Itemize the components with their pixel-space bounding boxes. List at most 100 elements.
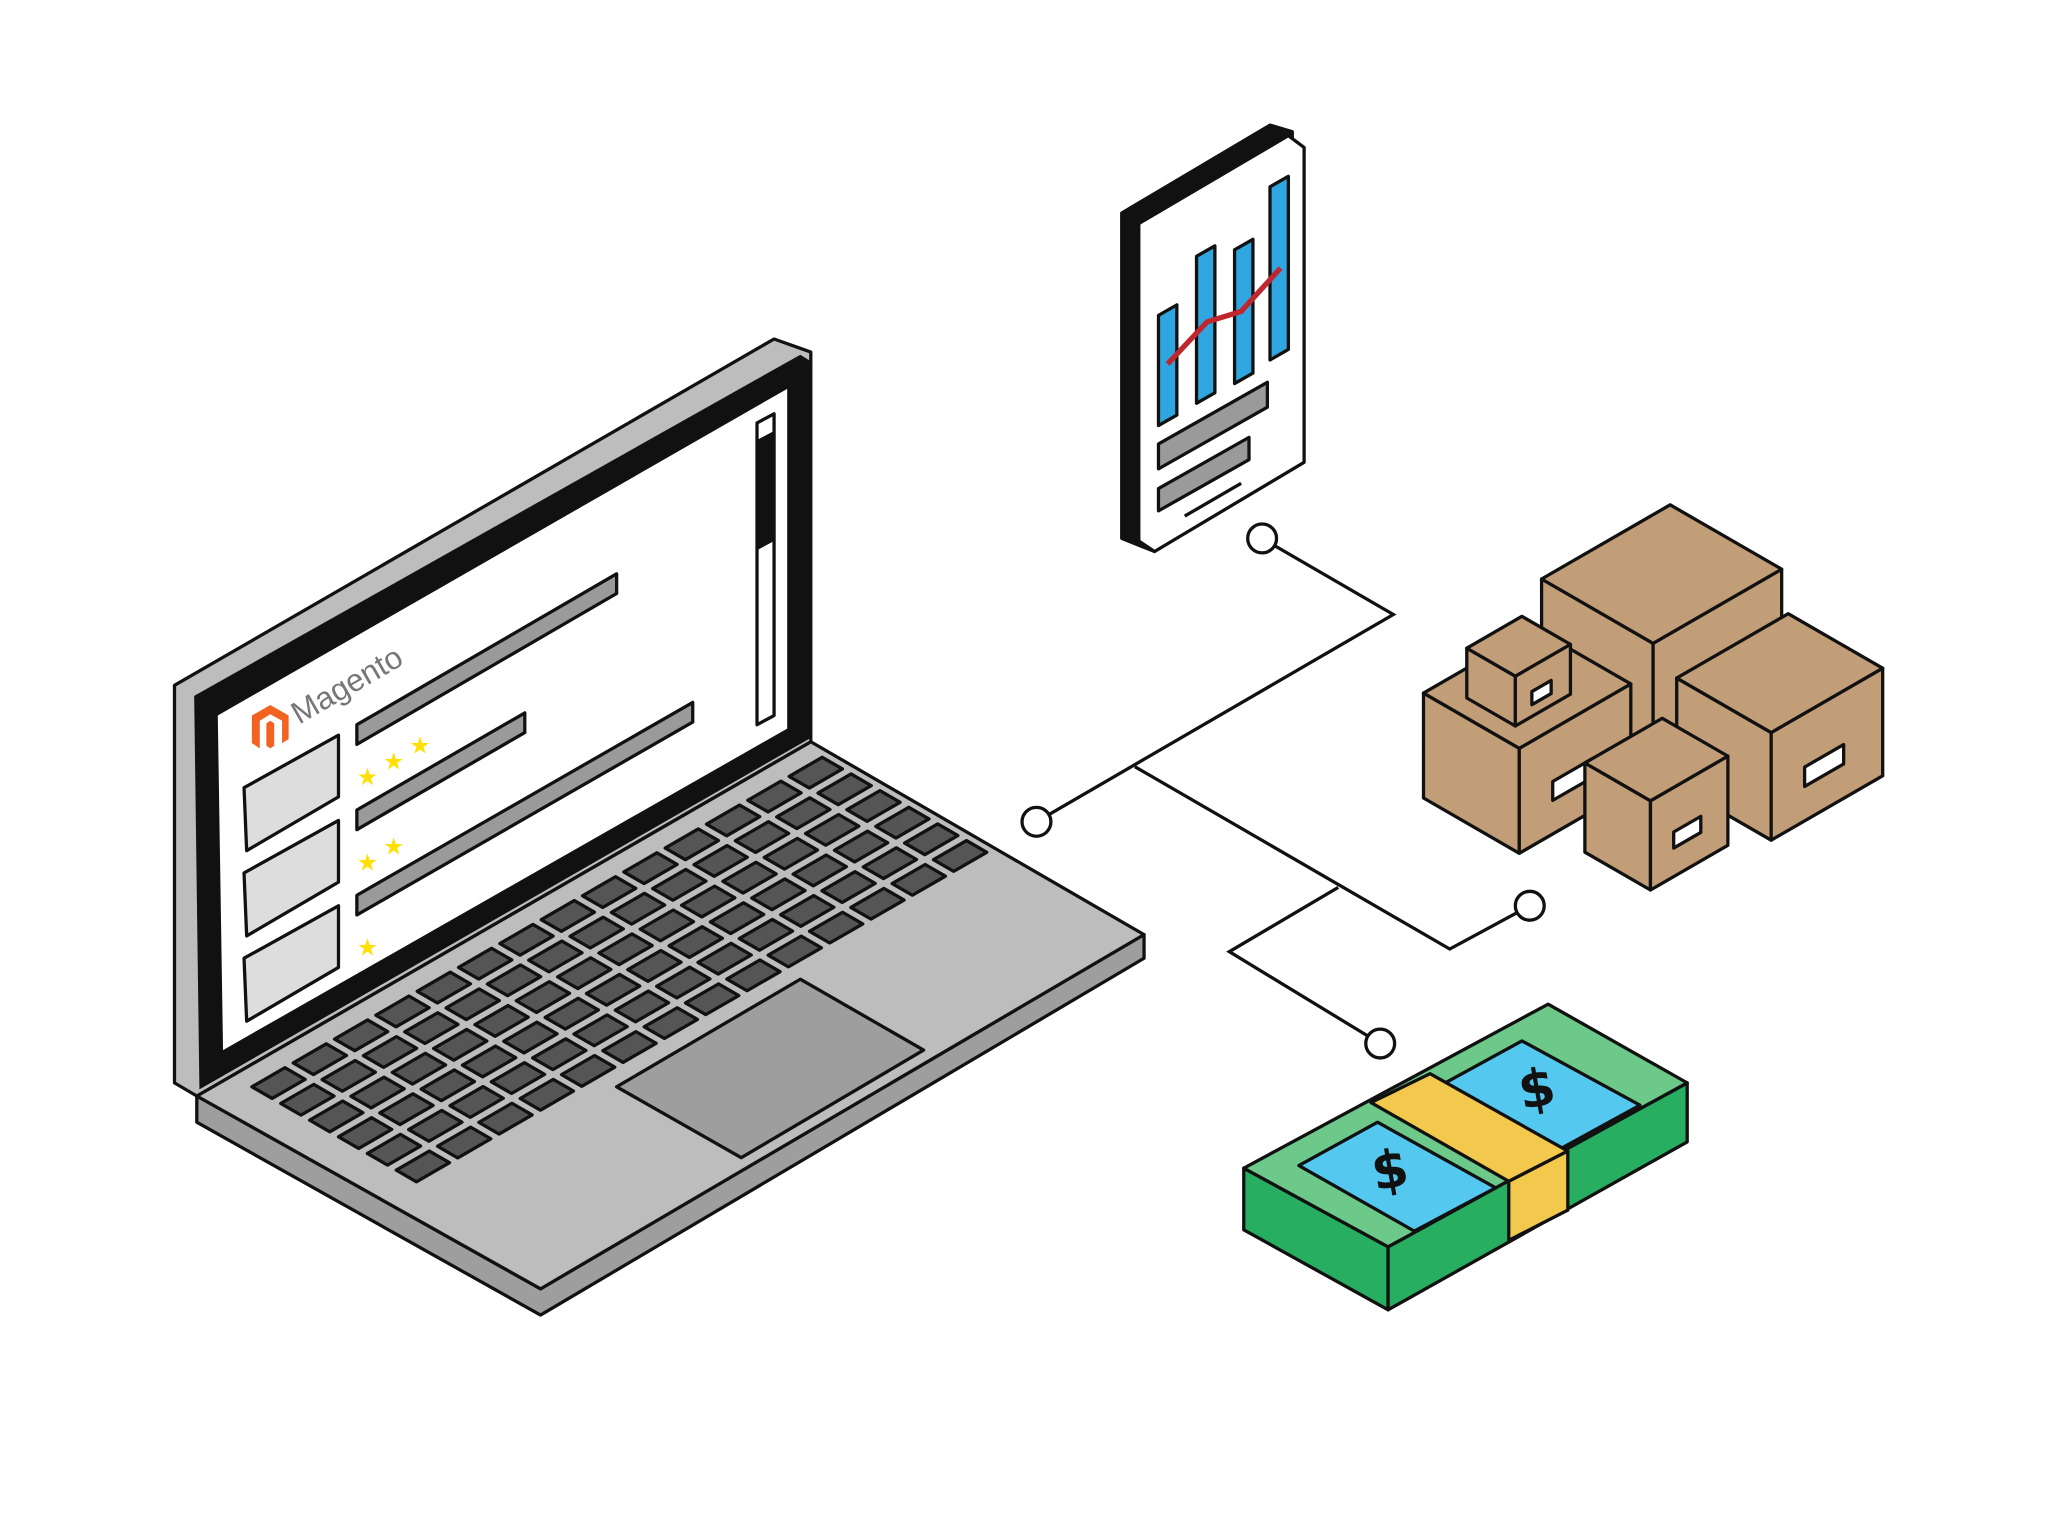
keyboard-key[interactable] xyxy=(655,965,712,1000)
keyboard-key[interactable] xyxy=(498,922,555,957)
magento-logo-icon-inner xyxy=(266,720,275,749)
keyboard-key[interactable] xyxy=(419,1068,477,1103)
box-top-face xyxy=(1583,716,1730,803)
screen-bar xyxy=(355,572,619,747)
keyboard-key[interactable] xyxy=(460,1044,518,1079)
money-stack: $ $ xyxy=(1242,1002,1689,1312)
keyboard-key[interactable] xyxy=(349,1075,406,1110)
connector-line xyxy=(1134,765,1531,951)
keyboard-key[interactable] xyxy=(679,884,737,919)
keyboard-key[interactable] xyxy=(559,1053,617,1088)
magento-logo-icon xyxy=(251,705,289,749)
keyboard-key[interactable] xyxy=(584,972,642,1007)
keyboard-key[interactable] xyxy=(692,843,749,878)
keyboard-key[interactable] xyxy=(543,996,601,1031)
keyboard-key[interactable] xyxy=(365,1132,423,1167)
keyboard-key[interactable] xyxy=(807,910,865,945)
keyboard-key[interactable] xyxy=(609,891,667,926)
trackpad[interactable] xyxy=(614,977,926,1160)
keyboard-key[interactable] xyxy=(403,1011,460,1046)
keyboard-key[interactable] xyxy=(555,956,613,991)
keyboard-key[interactable] xyxy=(539,898,597,933)
keyboard-key[interactable] xyxy=(845,788,902,824)
keyboard-key[interactable] xyxy=(622,851,679,886)
keyboard-key[interactable] xyxy=(518,1077,576,1112)
keyboard-key[interactable] xyxy=(415,970,473,1005)
keyboard-key[interactable] xyxy=(444,987,501,1022)
keyboard-key[interactable] xyxy=(683,982,741,1017)
keyboard-key[interactable] xyxy=(527,939,584,974)
keyboard-key[interactable] xyxy=(762,836,820,871)
box-top-face xyxy=(1675,612,1885,735)
keyboard-key[interactable] xyxy=(642,1006,700,1041)
keyboard-key[interactable] xyxy=(816,772,873,807)
keyboard-key[interactable] xyxy=(502,1020,559,1055)
keyboard-key[interactable] xyxy=(626,948,683,983)
keyboard-key[interactable] xyxy=(638,908,696,943)
keyboard-key[interactable] xyxy=(394,1149,452,1184)
keyboard-key[interactable] xyxy=(250,1066,307,1101)
keyboard-key[interactable] xyxy=(489,1061,547,1096)
keyboard-key[interactable] xyxy=(572,1013,629,1048)
keyboard-key[interactable] xyxy=(725,958,782,993)
keyboard-key[interactable] xyxy=(791,853,848,888)
keyboard-key[interactable] xyxy=(832,829,890,864)
keyboard-key[interactable] xyxy=(931,838,989,874)
keyboard-key[interactable] xyxy=(778,893,836,928)
keyboard-key[interactable] xyxy=(291,1042,349,1077)
keyboard-key[interactable] xyxy=(766,934,824,969)
keyboard-key[interactable] xyxy=(448,1084,505,1120)
keyboard-key[interactable] xyxy=(307,1099,365,1134)
keyboard-key[interactable] xyxy=(514,980,572,1015)
keyboard-key[interactable] xyxy=(708,901,766,936)
keyboard-key[interactable] xyxy=(320,1058,377,1093)
scrollbar-thumb[interactable] xyxy=(757,430,775,551)
keyboard-key[interactable] xyxy=(874,805,931,840)
keyboard-key[interactable] xyxy=(597,932,654,967)
keyboard-key[interactable] xyxy=(390,1051,448,1086)
box-label xyxy=(1530,678,1553,707)
keyboard-key[interactable] xyxy=(601,1029,658,1065)
keyboard-key[interactable] xyxy=(704,803,762,838)
keyboard-key[interactable] xyxy=(651,867,708,902)
keyboard-key[interactable] xyxy=(902,822,960,857)
box-label xyxy=(1672,814,1703,850)
keyboard-key[interactable] xyxy=(721,860,778,895)
keyboard-key[interactable] xyxy=(378,1092,435,1127)
keyboard-key[interactable] xyxy=(568,915,625,950)
keyboard-key[interactable] xyxy=(279,1082,336,1117)
keyboard-key[interactable] xyxy=(775,796,832,831)
box-top-face xyxy=(1465,614,1573,678)
keyboard-key[interactable] xyxy=(477,1101,534,1136)
keyboard-key[interactable] xyxy=(336,1116,394,1151)
keyboard-key[interactable] xyxy=(733,820,791,855)
connector-node xyxy=(1246,522,1279,555)
keyboard-key[interactable] xyxy=(861,846,919,881)
keyboard-key[interactable] xyxy=(750,877,807,912)
keyboard-key[interactable] xyxy=(485,963,543,998)
keyboard-key[interactable] xyxy=(787,755,845,790)
box-label xyxy=(1802,742,1846,789)
keyboard-key[interactable] xyxy=(663,827,721,862)
keyboard-key[interactable] xyxy=(531,1037,588,1072)
keyboard-key[interactable] xyxy=(580,875,638,910)
star-icon: ★ xyxy=(409,732,430,760)
keyboard-key[interactable] xyxy=(667,925,725,960)
keyboard-key[interactable] xyxy=(820,870,877,905)
keyboard-key[interactable] xyxy=(803,812,861,847)
keyboard-key[interactable] xyxy=(332,1018,390,1053)
keyboard-key[interactable] xyxy=(849,886,906,921)
keyboard-key[interactable] xyxy=(456,946,514,981)
keyboard-key[interactable] xyxy=(473,1003,530,1038)
rating-stars: ★★★★★★ xyxy=(357,732,431,962)
keyboard-key[interactable] xyxy=(407,1108,464,1143)
keyboard-key[interactable] xyxy=(890,862,948,897)
keyboard-key[interactable] xyxy=(374,994,431,1029)
keyboard-key[interactable] xyxy=(696,941,753,976)
keyboard-key[interactable] xyxy=(361,1034,419,1070)
keyboard-key[interactable] xyxy=(746,779,803,814)
keyboard-key[interactable] xyxy=(435,1125,493,1160)
keyboard-key[interactable] xyxy=(737,917,795,952)
keyboard-key[interactable] xyxy=(613,989,671,1024)
keyboard-key[interactable] xyxy=(431,1027,489,1062)
